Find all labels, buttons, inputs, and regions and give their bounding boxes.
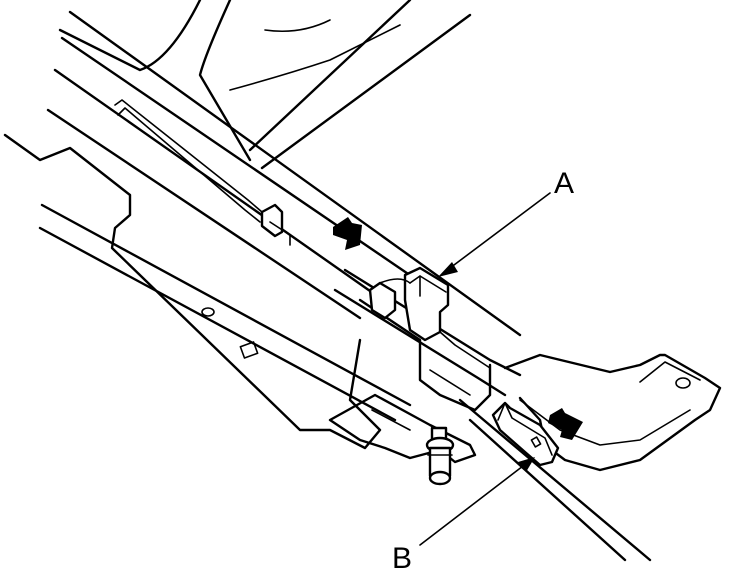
callout-b: B <box>392 457 535 575</box>
callout-label-a: A <box>554 167 574 200</box>
roof-rail-lines <box>38 10 522 422</box>
guide-rail-assembly <box>333 266 522 412</box>
callout-a: A <box>438 167 574 277</box>
mounting-bolt <box>425 436 455 486</box>
callout-b-arrowhead <box>518 457 535 472</box>
direction-arrow-lower <box>548 408 583 440</box>
rail-clip-left <box>260 203 291 246</box>
rail-lower-body <box>328 393 477 464</box>
direction-arrow-upper <box>333 217 362 250</box>
clip-b-part <box>491 401 560 467</box>
side-panel <box>3 133 382 450</box>
roof-panel-upper <box>58 0 472 170</box>
lower-rail-lines <box>458 398 652 562</box>
callout-label-b: B <box>392 542 412 575</box>
callout-a-arrowhead <box>438 262 458 277</box>
drain-cable <box>114 99 263 223</box>
